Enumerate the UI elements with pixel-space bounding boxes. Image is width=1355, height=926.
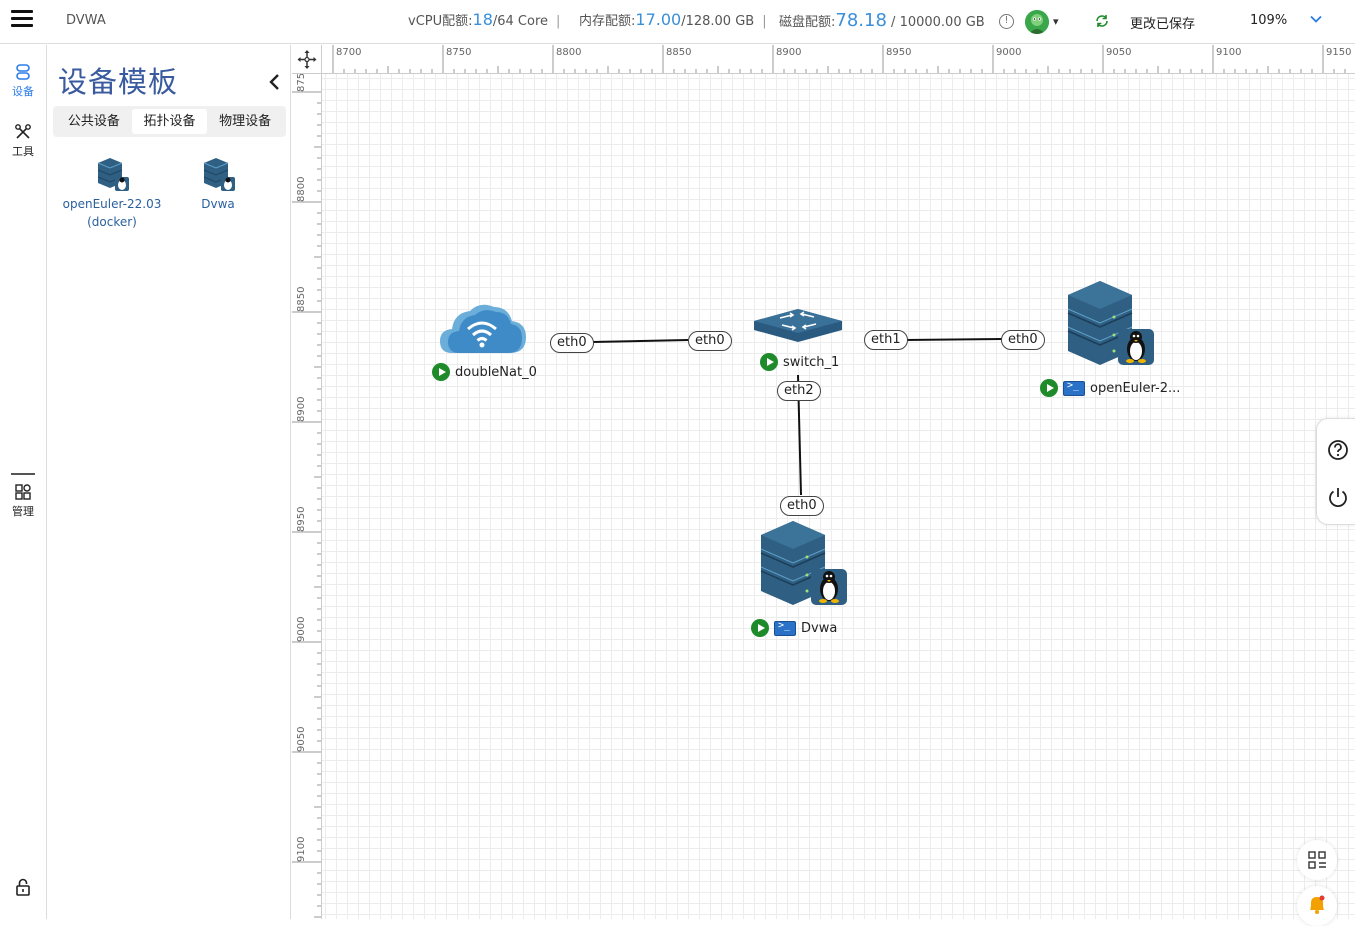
server-linux-icon[interactable] [1064, 279, 1156, 369]
node-label-doublenat[interactable]: doubleNat_0 [432, 363, 537, 381]
template-name: Dvwa [201, 197, 235, 211]
port-dvwa-eth0[interactable]: eth0 [780, 496, 824, 516]
node-name: Dvwa [801, 620, 838, 636]
start-icon[interactable] [1040, 379, 1058, 397]
ruler-x-label: 9050 [1106, 47, 1132, 58]
rail-tools-label: 工具 [12, 145, 34, 158]
chevron-down-icon[interactable]: ▾ [1053, 15, 1059, 28]
node-name: openEuler-2... [1090, 380, 1181, 396]
rail-item-tools[interactable]: 工具 [0, 123, 46, 159]
ruler-x-label: 8700 [336, 47, 362, 58]
node-label-switch[interactable]: switch_1 [760, 353, 839, 371]
port-switch-eth0[interactable]: eth0 [688, 331, 732, 351]
ruler-x-label: 9100 [1216, 47, 1242, 58]
menu-icon[interactable] [11, 10, 33, 32]
floating-toolbar [1316, 418, 1355, 525]
start-icon[interactable] [760, 353, 778, 371]
rail-devices-label: 设备 [12, 85, 34, 98]
ruler-x-label: 8800 [556, 47, 582, 58]
power-icon[interactable] [1327, 486, 1349, 508]
ruler-x-label: 8750 [446, 47, 472, 58]
ruler-corner [292, 45, 322, 74]
zoom-level[interactable]: 109% [1250, 13, 1288, 28]
nav-rail: 设备 工具 管理 [0, 45, 47, 919]
rail-item-manage[interactable]: 管理 [0, 483, 46, 519]
device-template-panel: 设备模板 公共设备 拓扑设备 物理设备 openEuler-22.03 (doc… [48, 45, 291, 919]
grid-list-icon [1308, 851, 1326, 869]
link-nat-switch[interactable] [591, 339, 689, 343]
top-bar: DVWA vCPU配额:18/64 Core| 内存配额:17.00/128.0… [0, 0, 1355, 44]
terminal-icon[interactable] [774, 620, 796, 636]
panel-title: 设备模板 [58, 65, 179, 99]
vcpu-quota: vCPU配额:18/64 Core| [408, 10, 561, 29]
mem-label: 内存配额: [579, 14, 636, 29]
node-name: doubleNat_0 [455, 364, 537, 380]
start-icon[interactable] [432, 363, 450, 381]
move-icon[interactable] [292, 45, 322, 74]
port-openeuler-eth0[interactable]: eth0 [1001, 330, 1045, 350]
zoom-chevron-down-icon[interactable] [1309, 12, 1323, 26]
topology-canvas[interactable]: 8700 8750 8800 8850 8900 8950 9000 9050 9100 9150… [292, 45, 1355, 919]
layout-button[interactable] [1297, 840, 1337, 880]
save-status: 更改已保存 [1130, 17, 1196, 32]
device-icon [16, 64, 30, 80]
mem-used: 17.00 [635, 10, 682, 29]
app-name: DVWA [66, 13, 106, 28]
mem-total: /128.00 GB [681, 14, 755, 29]
ruler-horizontal: 8700 8750 8800 8850 8900 8950 9000 9050 9100 9150 [322, 45, 1355, 74]
rail-divider [11, 473, 35, 475]
template-tabs: 公共设备 拓扑设备 物理设备 [53, 106, 286, 137]
port-switch-eth1[interactable]: eth1 [864, 330, 908, 350]
notification-button[interactable] [1297, 886, 1337, 926]
tools-icon [15, 124, 31, 139]
port-switch-eth2[interactable]: eth2 [777, 381, 821, 401]
template-openeuler[interactable]: openEuler-22.03 (docker) [62, 157, 162, 231]
disk-used: 78.18 [835, 10, 887, 31]
switch-icon[interactable] [752, 305, 844, 345]
terminal-icon[interactable] [1063, 380, 1085, 396]
disk-total: / 10000.00 GB [886, 15, 985, 30]
ruler-x-label: 9150 [1326, 47, 1352, 58]
disk-label: 磁盘配额: [779, 15, 836, 30]
ruler-x-label: 8950 [886, 47, 912, 58]
server-linux-icon [97, 158, 129, 191]
collapse-chevron-left-icon[interactable] [267, 73, 283, 91]
tab-public-devices[interactable]: 公共设备 [67, 114, 120, 129]
topology-links [591, 338, 1003, 496]
help-icon[interactable] [1327, 439, 1349, 461]
rail-item-devices[interactable]: 设备 [0, 63, 46, 99]
info-icon[interactable]: ! [999, 14, 1014, 29]
vcpu-used: 18 [472, 10, 493, 29]
template-dvwa[interactable]: Dvwa [178, 157, 258, 213]
ruler-x-label: 8850 [666, 47, 692, 58]
server-linux-icon [203, 158, 235, 191]
lock-icon[interactable] [15, 878, 31, 896]
start-icon[interactable] [751, 619, 769, 637]
ruler-x-label: 9000 [996, 47, 1022, 58]
tab-topology-devices[interactable]: 拓扑设备 [131, 109, 208, 134]
link-switch-openeuler[interactable] [904, 338, 1003, 341]
bell-icon [1310, 895, 1325, 914]
vcpu-total: /64 Core [492, 14, 549, 29]
tab-physical-devices[interactable]: 物理设备 [219, 114, 272, 129]
manage-icon [15, 484, 31, 500]
node-label-openeuler[interactable]: openEuler-2... [1040, 379, 1180, 397]
cloud-wifi-icon[interactable] [438, 299, 528, 355]
vcpu-label: vCPU配额: [408, 14, 473, 29]
memory-quota: 内存配额:17.00/128.00 GB| [579, 10, 767, 29]
template-name: openEuler-22.03 [62, 197, 162, 211]
node-name: switch_1 [783, 354, 840, 370]
ruler-x-label: 8900 [776, 47, 802, 58]
rail-manage-label: 管理 [12, 505, 34, 518]
template-subname: (docker) [87, 215, 137, 229]
sync-icon [1096, 15, 1108, 27]
server-linux-icon[interactable] [757, 519, 849, 609]
avatar[interactable] [1025, 10, 1049, 34]
disk-quota: 磁盘配额:78.18 / 10000.00 GB [779, 10, 985, 31]
node-label-dvwa[interactable]: Dvwa [751, 619, 837, 637]
port-nat-eth0[interactable]: eth0 [550, 333, 594, 353]
